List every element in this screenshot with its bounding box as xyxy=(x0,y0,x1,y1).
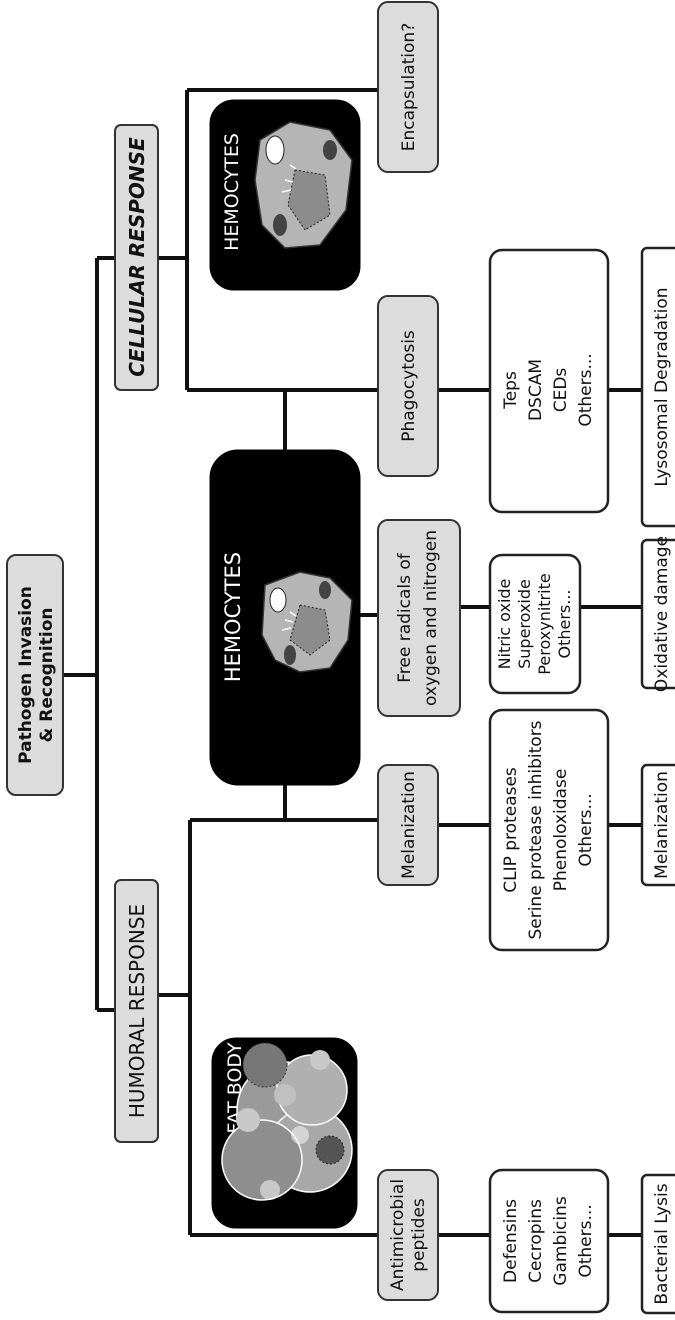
effector-item: Serine protease inhibitors xyxy=(526,720,546,939)
amp-line2: peptides xyxy=(409,1198,429,1272)
cellular-response-label: CELLULAR RESPONSE xyxy=(114,124,159,391)
effector-item: Peroxynitrite xyxy=(535,573,554,674)
mechanism-melanization: Melanization xyxy=(377,764,439,886)
outcome-bacterial-lysis: Bacterial Lysis xyxy=(652,1183,672,1304)
outcome-free-radicals: Oxidative damage xyxy=(640,536,675,692)
mechanism-amp: Antimicrobial peptides xyxy=(377,1169,439,1301)
outcome-phagocytosis: Lysosomal Degradation xyxy=(640,246,675,528)
effector-item: Teps xyxy=(501,371,521,410)
fat-body-box: FAT BODY xyxy=(211,1037,358,1229)
hemocytes-right-box: HEMOCYTES xyxy=(209,99,361,291)
humoral-response-text: HUMORAL RESPONSE xyxy=(125,904,149,1118)
effectors-amp: Defensins Cecropins Gambicins Others... xyxy=(488,1168,610,1314)
hemocytes-center-label: HEMOCYTES xyxy=(221,552,245,682)
effector-item: Others... xyxy=(576,793,596,866)
mechanism-encapsulation: Encapsulation? xyxy=(377,1,439,173)
outcome-melanization: Melanization xyxy=(640,763,675,887)
effectors-phagocytosis: Teps DSCAM CEDs Others... xyxy=(488,248,610,514)
effector-item: Others... xyxy=(576,353,596,426)
effector-item: Gambicins xyxy=(551,1196,571,1286)
hemocyte-cell-image-right xyxy=(254,121,353,249)
encapsulation-label: Encapsulation? xyxy=(399,23,419,151)
root-node: Pathogen Invasion & Recognition xyxy=(6,554,64,796)
hemocyte-cell-image xyxy=(261,571,353,673)
effector-item: Superoxide xyxy=(515,579,534,669)
outcome-oxidative-damage: Oxidative damage xyxy=(652,536,672,692)
mechanism-phagocytosis: Phagocytosis xyxy=(377,295,439,477)
fat-body-cells-image xyxy=(221,1042,353,1201)
amp-line1: Antimicrobial xyxy=(388,1179,408,1291)
cellular-response-text: CELLULAR RESPONSE xyxy=(125,137,149,377)
phagocytosis-label: Phagocytosis xyxy=(399,330,419,442)
effector-item: Phenoloxidase xyxy=(551,769,571,892)
effector-item: Others... xyxy=(555,589,574,658)
free-radicals-line2: oxygen and nitrogen xyxy=(421,530,441,706)
outcome-melanization-text: Melanization xyxy=(652,771,672,879)
effector-item: Cecropins xyxy=(526,1199,546,1283)
hemocytes-center-box: HEMOCYTES xyxy=(209,449,361,786)
effector-item: Others... xyxy=(576,1204,596,1277)
root-line2: & Recognition xyxy=(37,608,57,743)
effector-item: Defensins xyxy=(501,1199,521,1283)
mechanism-free-radicals: Free radicals of oxygen and nitrogen xyxy=(377,519,461,717)
connector-lines xyxy=(63,88,642,1237)
free-radicals-line1: Free radicals of xyxy=(395,552,415,683)
effectors-melanization: CLIP proteases Serine protease inhibitor… xyxy=(488,708,610,952)
hemocytes-right-label: HEMOCYTES xyxy=(221,133,243,251)
effector-item: CLIP proteases xyxy=(501,767,521,893)
effector-item: CEDs xyxy=(551,368,571,413)
effector-item: DSCAM xyxy=(526,359,546,421)
melanization-label: Melanization xyxy=(399,771,419,879)
effectors-free-radicals: Nitric oxide Superoxide Peroxynitrite Ot… xyxy=(488,553,582,695)
effector-item: Nitric oxide xyxy=(495,579,514,670)
root-line1: Pathogen Invasion xyxy=(16,586,36,764)
outcome-amp: Bacterial Lysis xyxy=(640,1173,675,1315)
humoral-response-label: HUMORAL RESPONSE xyxy=(114,879,159,1143)
outcome-lysosomal-degradation: Lysosomal Degradation xyxy=(652,287,672,486)
